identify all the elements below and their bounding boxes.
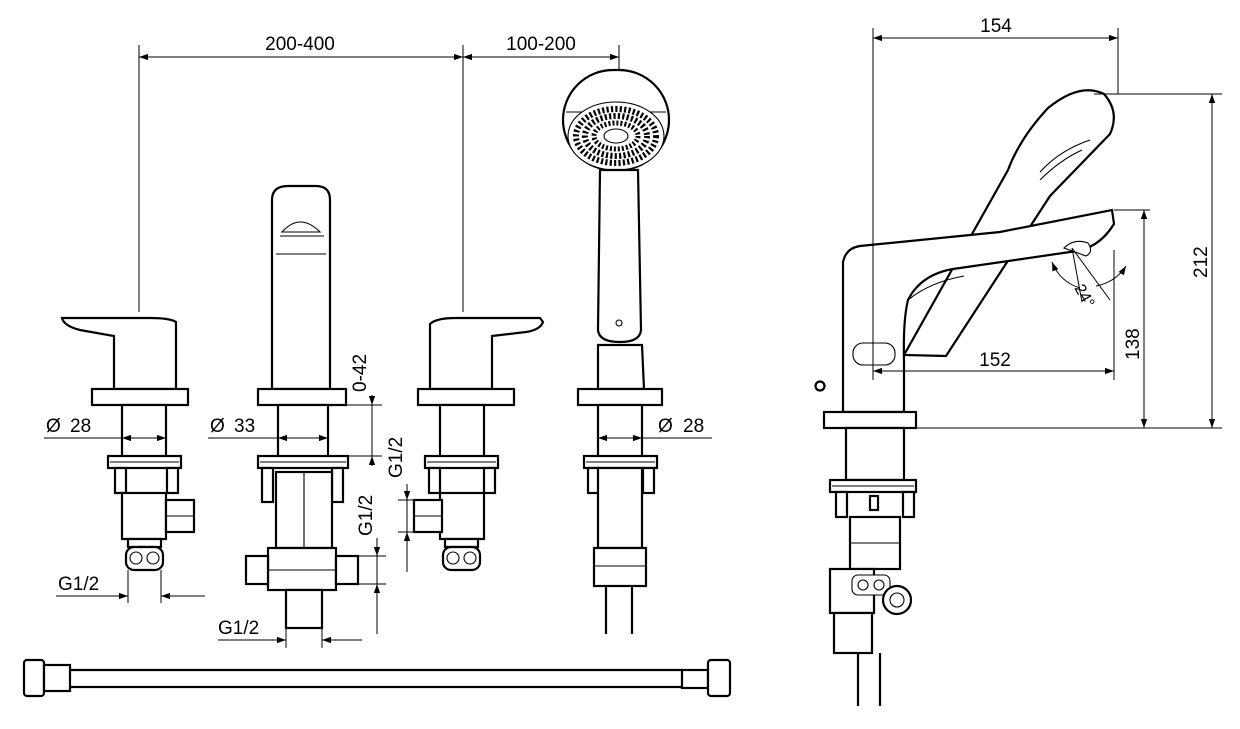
center-spout <box>244 184 360 630</box>
dimension-154: 154 <box>872 16 1119 380</box>
dimension-200-400: 200-400 <box>138 34 464 312</box>
dimension-label-diameter-left: 28 <box>70 416 91 437</box>
shower-hose <box>22 658 732 698</box>
hand-shower <box>561 68 671 634</box>
dimension-thread-left: G1/2 <box>56 570 205 603</box>
deck-range-label: 0-42 <box>350 354 371 392</box>
diameter-symbol: Ø <box>46 416 61 437</box>
diameter-symbol: Ø <box>658 416 673 437</box>
dimension-138: 138 <box>1114 209 1150 428</box>
dimension-deck-range: 0-42 <box>346 354 382 466</box>
dimension-angle: 24° <box>1051 247 1127 311</box>
side-view-faucet <box>814 89 1116 706</box>
diameter-symbol: Ø <box>210 416 225 437</box>
dimension-diameter-33: Ø 33 <box>208 416 328 442</box>
dimension-label-spout-height: 138 <box>1123 328 1144 360</box>
dimension-diameter-28-left: Ø 28 <box>44 416 166 442</box>
dimension-label-spread: 200-400 <box>265 34 335 55</box>
dimension-212: 212 <box>916 93 1222 429</box>
dimension-label-width: 154 <box>980 16 1012 37</box>
dimension-152: 152 <box>873 250 1115 380</box>
dimension-label-total-height: 212 <box>1191 246 1212 278</box>
thread-label-bottom: G1/2 <box>218 618 259 639</box>
dimension-label-diameter-spout: 33 <box>234 416 255 437</box>
thread-label-left: G1/2 <box>58 574 99 595</box>
dimension-label-reach: 152 <box>979 350 1011 371</box>
right-handle-valve <box>412 316 545 572</box>
thread-label-right-upper: G1/2 <box>386 437 407 478</box>
dimension-100-200: 100-200 <box>463 34 620 72</box>
left-handle-valve <box>60 316 196 572</box>
dimension-thread-bottom: G1/2 <box>218 618 362 648</box>
dimension-label-shower-spread: 100-200 <box>506 34 576 55</box>
thread-label-right-lower: G1/2 <box>356 495 377 536</box>
dimension-thread-right-valve: G1/2 <box>386 437 414 572</box>
dimension-label-diameter-right: 28 <box>683 416 704 437</box>
dimension-thread-spout-side: G1/2 <box>356 495 386 634</box>
dimension-diameter-28-right: Ø 28 <box>598 416 712 442</box>
